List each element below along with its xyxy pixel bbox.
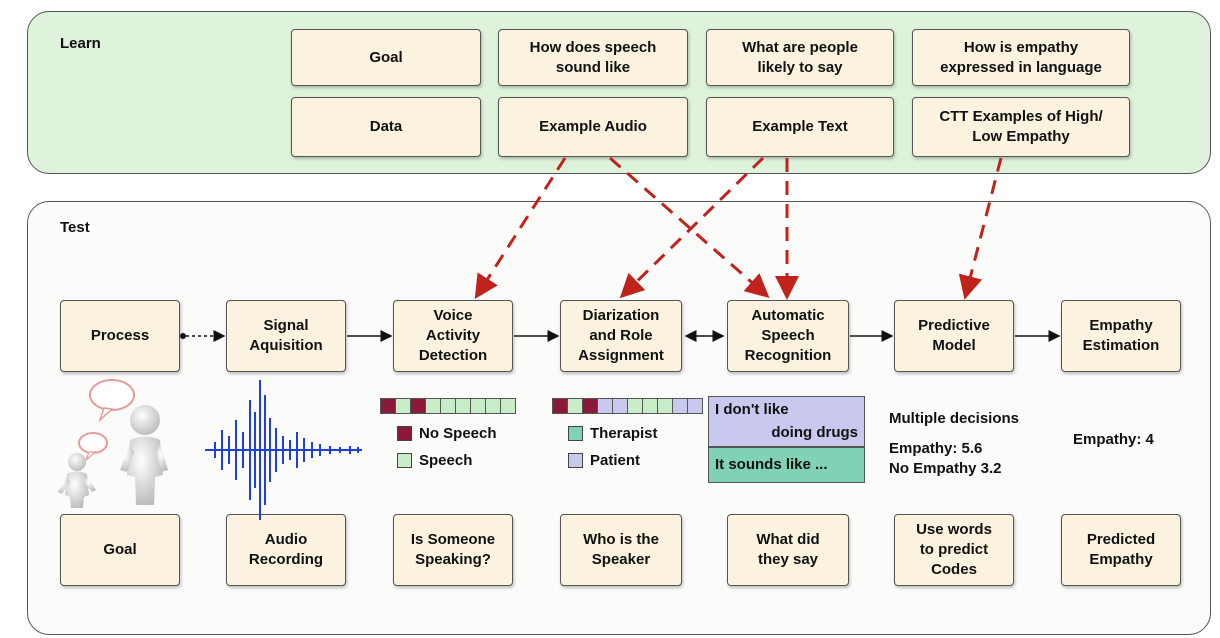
asr-utterance-patient: I don't like doing drugs xyxy=(708,396,865,447)
empathy-estimation-box: Empathy Estimation xyxy=(1061,300,1181,372)
empathy-estimate: Empathy: 4 xyxy=(1073,431,1154,448)
arrow-audio-to-asr xyxy=(609,156,770,298)
use-words-box: Use words to predict Codes xyxy=(894,514,1014,586)
asr-line-2: doing drugs xyxy=(771,424,858,441)
therapist-swatch xyxy=(568,426,583,441)
asr-line-3: It sounds like ... xyxy=(715,456,828,473)
asr-utterance-therapist: It sounds like ... xyxy=(708,447,865,483)
test-title: Test xyxy=(60,219,90,236)
legend-speech-label: Speech xyxy=(419,452,473,469)
empathy-question-box: How is empathy expressed in language xyxy=(912,29,1130,86)
predicted-empathy-box: Predicted Empathy xyxy=(1061,514,1181,586)
example-audio-box: Example Audio xyxy=(498,97,688,157)
audio-recording-box: Audio Recording xyxy=(226,514,346,586)
no-speech-swatch xyxy=(397,426,412,441)
process-box: Process xyxy=(60,300,180,372)
predictive-model-box: Predictive Model xyxy=(894,300,1014,372)
what-say-box: What did they say xyxy=(727,514,849,586)
arrow-ctt-to-model xyxy=(958,157,1003,300)
vad-segment xyxy=(500,398,516,414)
arrow-text-to-diarization xyxy=(619,156,765,299)
diarization-box: Diarization and Role Assignment xyxy=(560,300,682,372)
therapy-session-illustration xyxy=(58,379,168,508)
legend-speech: Speech xyxy=(397,452,472,469)
asr-line-1: I don't like xyxy=(715,401,789,418)
learn-data-box: Data xyxy=(291,97,481,157)
legend-no-speech-label: No Speech xyxy=(419,425,497,442)
legend-therapist: Therapist xyxy=(568,425,658,442)
learn-title: Learn xyxy=(60,35,101,52)
speech-swatch xyxy=(397,453,412,468)
diarization-segment-strip xyxy=(552,398,703,414)
example-text-box: Example Text xyxy=(706,97,894,157)
legend-therapist-label: Therapist xyxy=(590,425,658,442)
legend-patient-label: Patient xyxy=(590,452,641,469)
model-output-empathy: Empathy: 5.6 xyxy=(889,440,983,457)
asr-box: Automatic Speech Recognition xyxy=(727,300,849,372)
model-output-heading: Multiple decisions xyxy=(889,410,1020,427)
learn-goal-box: Goal xyxy=(291,29,481,86)
say-question-box: What are people likely to say xyxy=(706,29,894,86)
process-connector xyxy=(180,330,226,342)
model-output-no-empathy: No Empathy 3.2 xyxy=(889,460,1002,477)
signal-acquisition-box: Signal Aquisition xyxy=(226,300,346,372)
diarization-segment xyxy=(687,398,703,414)
legend-patient: Patient xyxy=(568,452,640,469)
who-speaker-box: Who is the Speaker xyxy=(560,514,682,586)
test-goal-box: Goal xyxy=(60,514,180,586)
arrow-audio-to-vad xyxy=(474,157,567,300)
voice-activity-detection-box: Voice Activity Detection xyxy=(393,300,513,372)
someone-speaking-box: Is Someone Speaking? xyxy=(393,514,513,586)
audio-waveform xyxy=(205,380,362,520)
legend-no-speech: No Speech xyxy=(397,425,497,442)
speech-question-box: How does speech sound like xyxy=(498,29,688,86)
patient-swatch xyxy=(568,453,583,468)
vad-segment-strip xyxy=(380,398,516,414)
ctt-examples-box: CTT Examples of High/ Low Empathy xyxy=(912,97,1130,157)
